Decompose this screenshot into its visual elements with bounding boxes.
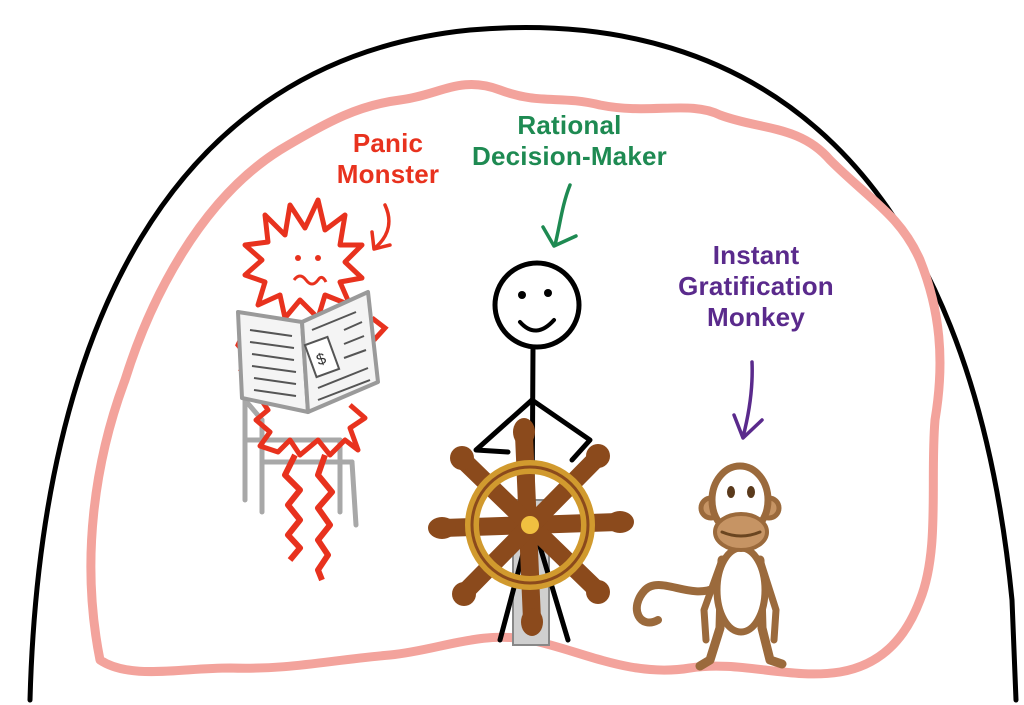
panic-monster-label-line1: Panic [352,128,424,158]
newspaper-icon: $ [236,290,380,414]
panic-monster-label: Panic Monster [318,128,458,190]
arrow-icon [370,183,764,440]
monkey-label-line2: Gratification [678,271,834,301]
monkey-label-line1: Instant [712,240,800,270]
panic-monster: $ [235,197,389,582]
chair [242,397,359,528]
monster-head [242,197,365,321]
instant-gratification-monkey-label: Instant Gratification Monkey [672,240,840,333]
ship-wheel-icon [428,418,634,636]
rational-label-line1: Rational [517,110,622,140]
monkey-label-line3: Monkey [706,302,805,332]
rational-label-line2: Decision-Maker [472,141,667,171]
rational-decision-maker-label: Rational Decision-Maker [462,110,677,172]
brain-outline [86,80,945,679]
rational-decision-maker [428,260,634,646]
instant-gratification-monkey [632,462,787,671]
panic-monster-label-line2: Monster [336,159,440,189]
